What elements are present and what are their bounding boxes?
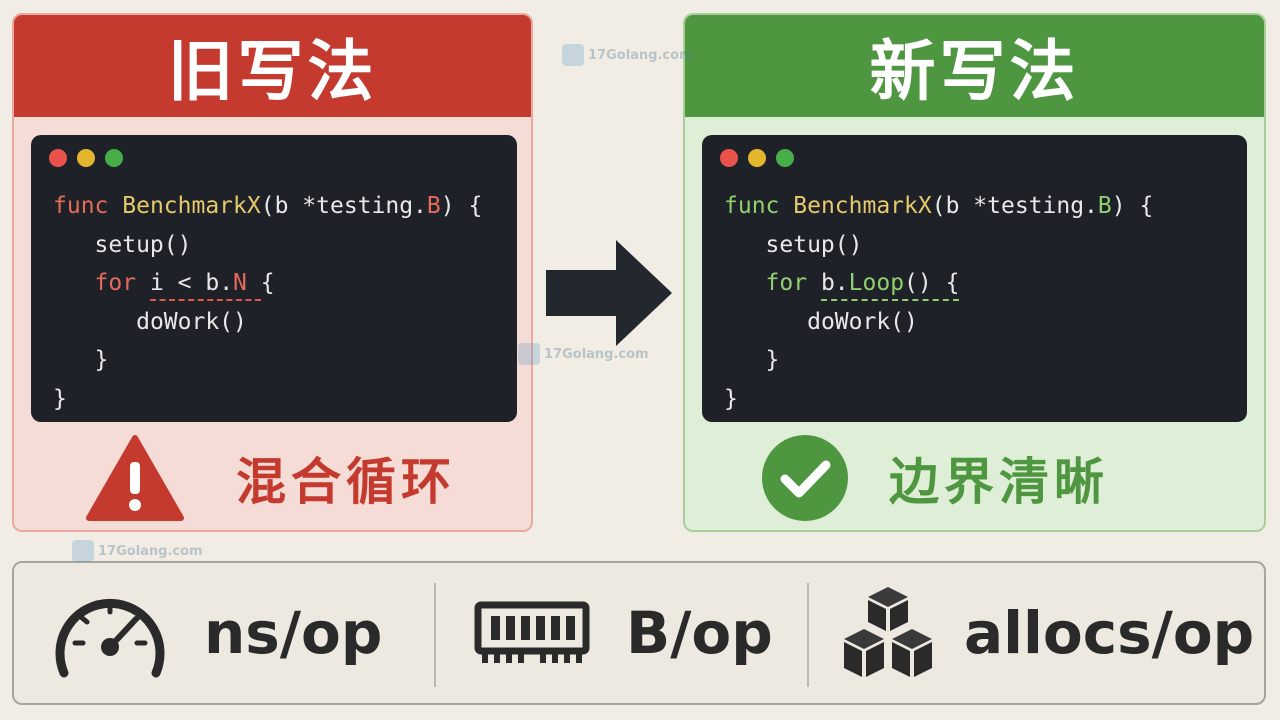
code-function-name: BenchmarkX xyxy=(122,193,261,219)
speedometer-icon xyxy=(55,598,165,678)
code-function-name: BenchmarkX xyxy=(793,193,932,219)
code-text: { xyxy=(260,270,275,296)
metric-label: B/op xyxy=(626,599,773,667)
old-status: 混合循环 xyxy=(14,433,531,523)
code-brace: } xyxy=(765,347,780,373)
new-loop-condition: b.Loop() { xyxy=(820,270,960,301)
code-type: B xyxy=(1097,193,1112,219)
metric-label: ns/op xyxy=(204,599,383,667)
code-brace: } xyxy=(53,385,67,412)
new-approach-panel: 新写法 func BenchmarkX(b *testing.B) { setu… xyxy=(683,13,1266,532)
code-text: ) { xyxy=(1111,193,1154,219)
code-line-setup: setup() xyxy=(765,231,863,258)
old-code-block: func BenchmarkX(b *testing.B) { setup() … xyxy=(53,187,482,418)
minimize-dot-icon xyxy=(77,149,95,167)
close-dot-icon xyxy=(720,149,738,167)
code-keyword: func xyxy=(724,193,780,219)
warning-triangle-icon xyxy=(86,435,184,521)
window-controls xyxy=(720,149,794,167)
code-line-setup: setup() xyxy=(94,231,192,258)
code-keyword: for xyxy=(765,270,808,296)
new-code-window: func BenchmarkX(b *testing.B) { setup() … xyxy=(702,135,1247,422)
code-brace: } xyxy=(94,347,109,373)
metric-label: allocs/op xyxy=(964,599,1255,667)
maximize-dot-icon xyxy=(776,149,794,167)
code-type: B xyxy=(426,193,441,219)
code-keyword: for xyxy=(94,270,137,296)
memory-chip-icon xyxy=(474,601,590,663)
check-circle-icon xyxy=(762,435,848,521)
code-text: b. xyxy=(820,270,849,296)
code-text: () { xyxy=(904,270,960,296)
maximize-dot-icon xyxy=(105,149,123,167)
new-status: 边界清晰 xyxy=(685,433,1264,523)
code-field: N xyxy=(233,270,247,296)
code-keyword: func xyxy=(53,193,109,219)
watermark: 17Golang.com xyxy=(562,44,693,66)
window-controls xyxy=(49,149,123,167)
code-line-dowork: doWork() xyxy=(807,308,918,335)
minimize-dot-icon xyxy=(748,149,766,167)
code-brace: } xyxy=(724,385,738,412)
old-loop-condition: i < b.N xyxy=(149,270,261,301)
metrics-bar: ns/op B/op xyxy=(12,561,1266,705)
close-dot-icon xyxy=(49,149,67,167)
stacked-cubes-icon xyxy=(844,587,932,677)
watermark: 17Golang.com xyxy=(72,540,203,562)
new-panel-title: 新写法 xyxy=(685,15,1264,117)
old-code-window: func BenchmarkX(b *testing.B) { setup() … xyxy=(31,135,517,422)
watermark-logo-icon xyxy=(72,540,94,562)
watermark-logo-icon xyxy=(562,44,584,66)
code-text: (b *testing. xyxy=(260,193,427,219)
metric-allocs-op: allocs/op xyxy=(836,563,1254,703)
code-method: Loop xyxy=(848,270,905,296)
new-status-text: 边界清晰 xyxy=(889,453,1109,511)
divider xyxy=(807,583,809,687)
code-line-dowork: doWork() xyxy=(136,308,247,335)
metric-ns-op: ns/op xyxy=(50,563,382,703)
code-text: ) { xyxy=(440,193,483,219)
old-panel-title: 旧写法 xyxy=(14,15,531,117)
right-arrow-icon xyxy=(546,240,672,346)
old-approach-panel: 旧写法 func BenchmarkX(b *testing.B) { setu… xyxy=(12,13,533,532)
metric-b-op: B/op xyxy=(474,563,773,703)
divider xyxy=(434,583,436,687)
new-code-block: func BenchmarkX(b *testing.B) { setup() … xyxy=(724,187,1153,418)
code-text: i < b. xyxy=(149,270,234,296)
code-text: (b *testing. xyxy=(931,193,1098,219)
old-status-text: 混合循环 xyxy=(236,453,456,511)
